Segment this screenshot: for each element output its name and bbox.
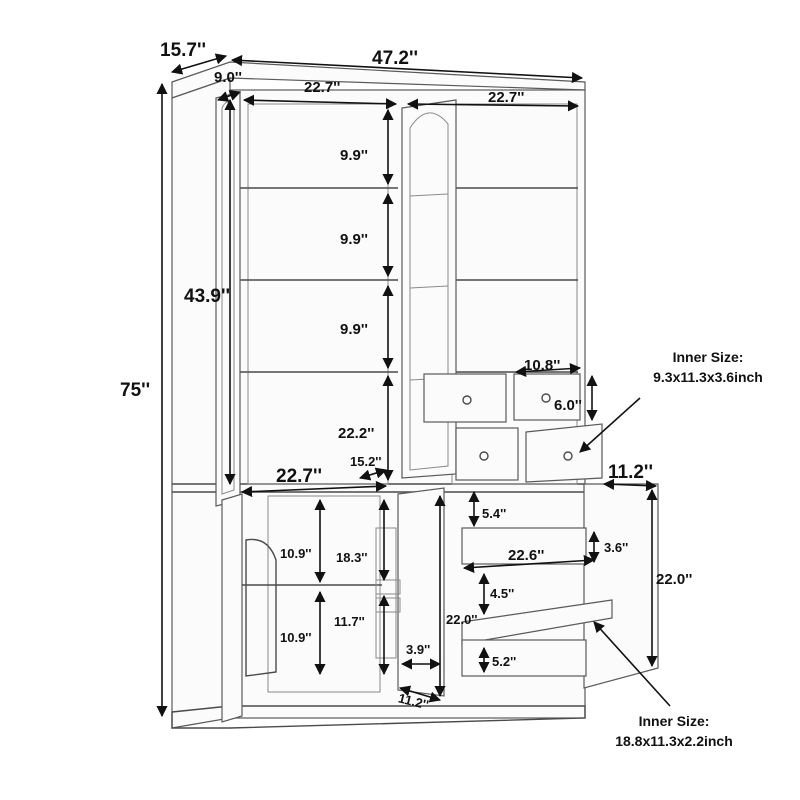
label-shelf-1: 9.9'' [340, 147, 368, 164]
label-lower-mid-bottom: 11.7'' [334, 614, 365, 629]
cabinet-drawing [171, 61, 659, 729]
label-door-depth: 9.0'' [214, 69, 242, 86]
inner-size-bottom-label: Inner Size: [639, 713, 710, 729]
label-lower-shelf-height: 22.2'' [338, 425, 374, 442]
lower-left-door [221, 493, 243, 723]
label-drawer-height: 6.0'' [554, 397, 582, 414]
dimension-lines [156, 53, 671, 718]
label-lower-door-depth: 3.9'' [406, 642, 430, 657]
label-lower-width: 22.7'' [276, 466, 322, 487]
inner-size-bottom-value: 18.8x11.3x2.2inch [615, 733, 733, 749]
label-big-drawer-width: 22.6'' [508, 547, 544, 564]
label-shelf-2: 9.9'' [340, 231, 368, 248]
lower-right-door [583, 483, 659, 689]
label-depth-top: 15.7'' [160, 40, 206, 61]
label-big-drawer-height: 3.6'' [604, 540, 628, 555]
label-width-total: 47.2'' [372, 48, 418, 69]
label-lower-left-bottom: 10.9'' [280, 630, 311, 645]
label-upper-left-width: 22.7'' [304, 79, 340, 96]
big-drawer-3 [461, 639, 587, 677]
label-upper-right-width: 22.7'' [488, 89, 524, 106]
inner-size-callouts: Inner Size: 9.3x11.3x3.6inch Inner Size:… [615, 349, 763, 749]
inner-size-top-value: 9.3x11.3x3.6inch [653, 369, 763, 385]
small-drawer-1 [423, 373, 507, 423]
label-drawer-gap-bottom: 5.2'' [492, 654, 516, 669]
label-right-door-height: 22.0'' [656, 571, 692, 588]
label-lower-depth: 11.2'' [397, 690, 430, 712]
label-lower-mid-top: 18.3'' [336, 550, 367, 565]
label-upper-height: 43.9'' [184, 286, 230, 307]
label-right-cabinet-depth: 11.2'' [608, 462, 653, 483]
label-lower-left-top: 10.9'' [280, 546, 311, 561]
big-drawer-2-open [461, 599, 613, 645]
small-drawer-4-open [525, 423, 603, 483]
inner-size-top-label: Inner Size: [673, 349, 744, 365]
label-total-height: 75'' [120, 380, 150, 401]
label-lower-shelf-depth: 15.2'' [350, 454, 381, 469]
label-drawer-width: 10.8'' [524, 357, 560, 374]
small-drawer-2 [513, 373, 581, 421]
label-drawer-gap-top: 5.4'' [482, 506, 506, 521]
label-drawer-gap-mid: 4.5'' [490, 586, 514, 601]
label-shelf-3: 9.9'' [340, 321, 368, 338]
label-lower-door-height: 22.0'' [446, 612, 477, 627]
dimension-labels: 15.7'' 47.2'' 9.0'' 22.7'' 22.7'' 9.9'' … [120, 40, 692, 712]
